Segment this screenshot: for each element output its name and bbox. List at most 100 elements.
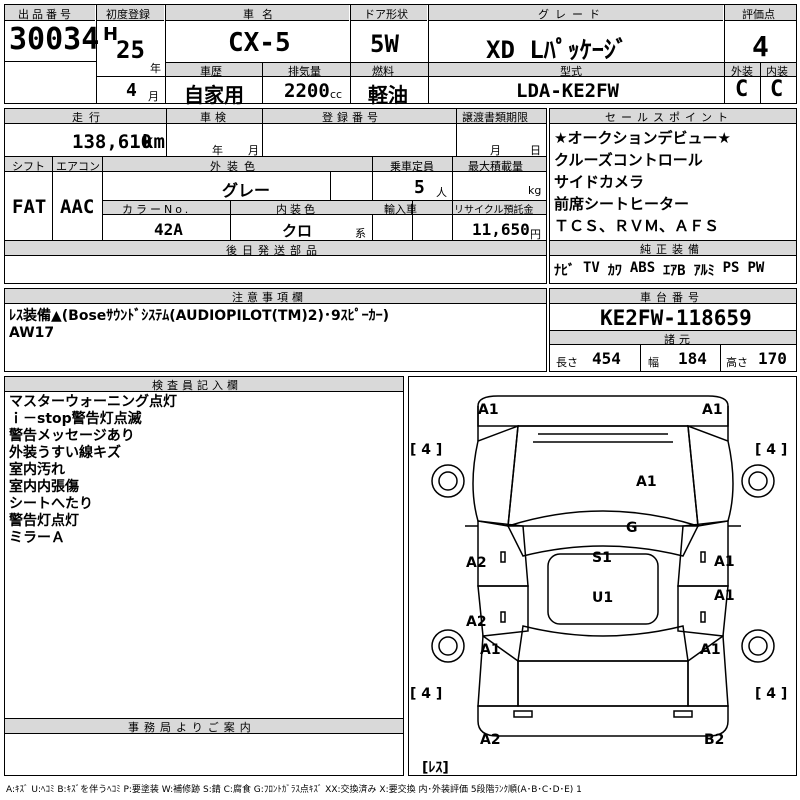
sales-point-item: クルーズコントロール	[554, 151, 703, 169]
sales-point-item: ★オークションデビュー★	[554, 129, 731, 147]
chassis-number: KE2FW-118659	[600, 306, 752, 330]
vehicle-info-panel	[4, 108, 547, 284]
score-label: 評価点	[742, 8, 775, 21]
length-value: 454	[592, 349, 621, 368]
ext-label: 外装	[731, 65, 753, 78]
colorno-label: カラーNo.	[122, 203, 192, 216]
inspector-note: 室内内張傷	[9, 479, 79, 495]
equipment-item: ﾅﾋﾞ	[554, 263, 575, 279]
car-diagram-panel	[408, 376, 797, 776]
sales-point-item: サイドカメラ	[554, 173, 645, 191]
note-line: AW17	[9, 325, 55, 341]
deadline-label: 譲渡書類期限	[462, 111, 528, 124]
grade-label: グレード	[538, 8, 606, 21]
deadline-day-unit: 日	[530, 144, 541, 157]
inspector-note: 警告メッセージあり	[9, 428, 135, 444]
sales-points-panel	[549, 108, 797, 284]
insp-month-unit: 月	[248, 144, 259, 157]
inspector-note: シートへたり	[9, 496, 93, 512]
model-name: CX-5	[228, 28, 291, 58]
equipment-item: ｱﾙﾐ	[693, 263, 715, 279]
regno-label: 登録番号	[322, 111, 382, 124]
legend: A:ｷｽﾞ U:ﾍｺﾐ B:ｷｽﾞを伴うﾍｺﾐ P:要塗装 W:補修跡 S:錆 …	[6, 785, 582, 795]
ac-label: エアコン	[56, 160, 100, 173]
lot-number: 30034	[9, 22, 100, 57]
car-diagram: A1 A1 [ 4 ] [ 4 ] A1 G A2 A1 S1 U1 A2 A1…	[410, 395, 787, 776]
door-type: 5W	[370, 30, 399, 58]
inspector-note: マスターウォーニング点灯	[9, 394, 177, 410]
int-grade: C	[770, 77, 784, 102]
capacity-unit: 人	[436, 186, 447, 199]
mark-rear-left: A2	[480, 732, 501, 748]
equipment-label: 純正装備	[640, 243, 704, 256]
sales-point-item: 前席シートヒーター	[554, 195, 690, 213]
history-label: 車歴	[200, 65, 222, 78]
equipment-item: ｶﾜ	[607, 263, 622, 279]
lot-label: 出品番号	[18, 8, 74, 21]
year-unit: 年	[150, 62, 161, 75]
mark-left-rear-door: A2	[466, 614, 487, 630]
ext-grade: C	[735, 77, 749, 102]
door-label: ドア形状	[364, 8, 408, 21]
mark-front-right: A1	[702, 402, 723, 418]
inspector-note: 室内汚れ	[9, 462, 65, 478]
reg-label: 初度登録	[106, 8, 150, 21]
load-label: 最大積載量	[468, 160, 523, 173]
recycle-label: リサイクル預託金	[454, 205, 534, 216]
inspector-note: ｉ－stop警告灯点滅	[9, 411, 142, 427]
reg-month: 4	[126, 80, 137, 101]
color-label: 外装色	[210, 160, 261, 173]
deadline-month-unit: 月	[490, 144, 501, 157]
import-label: 輸入車	[384, 203, 417, 216]
mark-spare: [ﾚｽ]	[422, 760, 449, 776]
later-parts-label: 後日発送部品	[226, 244, 322, 257]
displacement-unit: cc	[330, 88, 343, 101]
height-label: 高さ	[726, 356, 748, 369]
office-label: 事務局よりご案内	[128, 721, 256, 734]
fuel-value: 軽油	[368, 83, 408, 107]
shift-label: シフト	[12, 160, 45, 173]
displacement-label: 排気量	[288, 65, 321, 78]
ac-value: AAC	[60, 196, 95, 218]
load-unit: kg	[528, 184, 542, 197]
equipment-item: PW	[747, 260, 765, 276]
fuel-label: 燃料	[372, 65, 394, 78]
mark-tire-left-bottom: [ 4 ]	[410, 686, 442, 702]
equipment-item: ABS	[629, 260, 656, 276]
mileage-value: 138,610	[72, 131, 153, 153]
header-panel	[4, 4, 797, 104]
intcolor-value: クロ	[282, 222, 313, 240]
history-value: 自家用	[184, 83, 244, 107]
mark-front-left: A1	[478, 402, 499, 418]
color-value: グレー	[222, 181, 271, 200]
height-value: 170	[758, 349, 787, 368]
mark-right-rear-door: A1	[714, 588, 735, 604]
era: H	[103, 24, 119, 45]
intcolor-unit: 系	[355, 227, 366, 240]
shift-value: FAT	[12, 196, 47, 218]
width-label: 幅	[648, 356, 659, 369]
mileage-label: 走行	[72, 111, 106, 124]
inspector-label: 検査員記入欄	[152, 379, 242, 392]
inspector-panel	[4, 376, 404, 776]
intcolor-label: 内装色	[276, 203, 318, 216]
mark-right-rear: A1	[700, 642, 721, 658]
mark-roof: U1	[592, 590, 613, 606]
inspector-note: 外装うすい線キズ	[9, 445, 121, 461]
insp-year-unit: 年	[212, 144, 223, 157]
chassis-label: 車台番号	[640, 291, 704, 304]
reg-year: 25	[116, 36, 145, 64]
mark-left-rear: A1	[480, 642, 501, 658]
equipment-item: ｴｱB	[663, 263, 686, 279]
capacity-label: 乗車定員	[390, 160, 434, 173]
mark-left-front-door: A2	[466, 555, 487, 571]
mark-seat: S1	[592, 550, 612, 566]
mark-tire-right-bottom: [ 4 ]	[755, 686, 787, 702]
grade-value: XD Lﾊﾟｯｹｰｼﾞ	[486, 36, 628, 64]
int-label: 内装	[766, 65, 788, 78]
inspector-note: 警告灯点灯	[9, 513, 79, 529]
spec-label: 諸元	[664, 333, 694, 346]
equipment-list: ﾅﾋﾞ TV ｶﾜ ABS ｴｱB ｱﾙﾐ PS PW	[554, 260, 794, 280]
sales-points-label: セールスポイント	[605, 111, 733, 124]
displacement-value: 2200	[284, 80, 330, 102]
